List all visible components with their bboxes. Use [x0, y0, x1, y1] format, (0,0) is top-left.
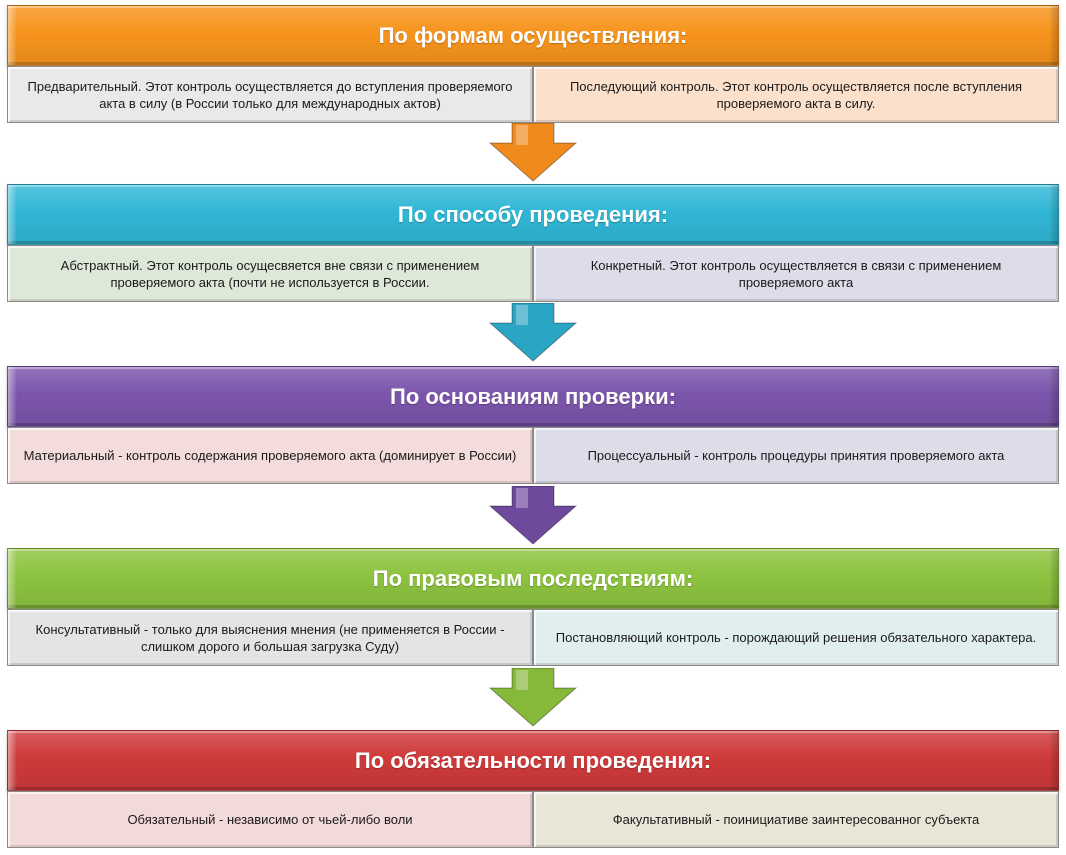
right-cell: Процессуальный - контроль процедуры прин… [533, 427, 1059, 484]
section-title: По правовым последствиям: [7, 548, 1059, 609]
left-cell: Абстрактный. Этот контроль осущесвяется … [7, 245, 533, 302]
arrow-down-icon [488, 668, 578, 727]
left-cell: Материальный - контроль содержания прове… [7, 427, 533, 484]
section-row: Консультативный - только для выяснения м… [7, 609, 1059, 666]
section-title: По способу проведения: [7, 184, 1059, 245]
section-row: Предварительный. Этот контроль осуществл… [7, 66, 1059, 123]
arrow-down-icon [488, 486, 578, 545]
right-cell: Последующий контроль. Этот контроль осущ… [533, 66, 1059, 123]
section-row: Абстрактный. Этот контроль осущесвяется … [7, 245, 1059, 302]
left-cell: Консультативный - только для выяснения м… [7, 609, 533, 666]
section-title: По формам осуществления: [7, 5, 1059, 66]
right-cell: Конкретный. Этот контроль осуществляется… [533, 245, 1059, 302]
section-title: По основаниям проверки: [7, 366, 1059, 427]
left-cell: Обязательный - независимо от чьей-либо в… [7, 791, 533, 848]
section-row: Материальный - контроль содержания прове… [7, 427, 1059, 484]
right-cell: Факультативный - поинициативе заинтересо… [533, 791, 1059, 848]
arrow-down-icon [488, 303, 578, 362]
section-title: По обязательности проведения: [7, 730, 1059, 791]
section-row: Обязательный - независимо от чьей-либо в… [7, 791, 1059, 848]
right-cell: Постановляющий контроль - порождающий ре… [533, 609, 1059, 666]
arrow-down-icon [488, 123, 578, 182]
left-cell: Предварительный. Этот контроль осуществл… [7, 66, 533, 123]
